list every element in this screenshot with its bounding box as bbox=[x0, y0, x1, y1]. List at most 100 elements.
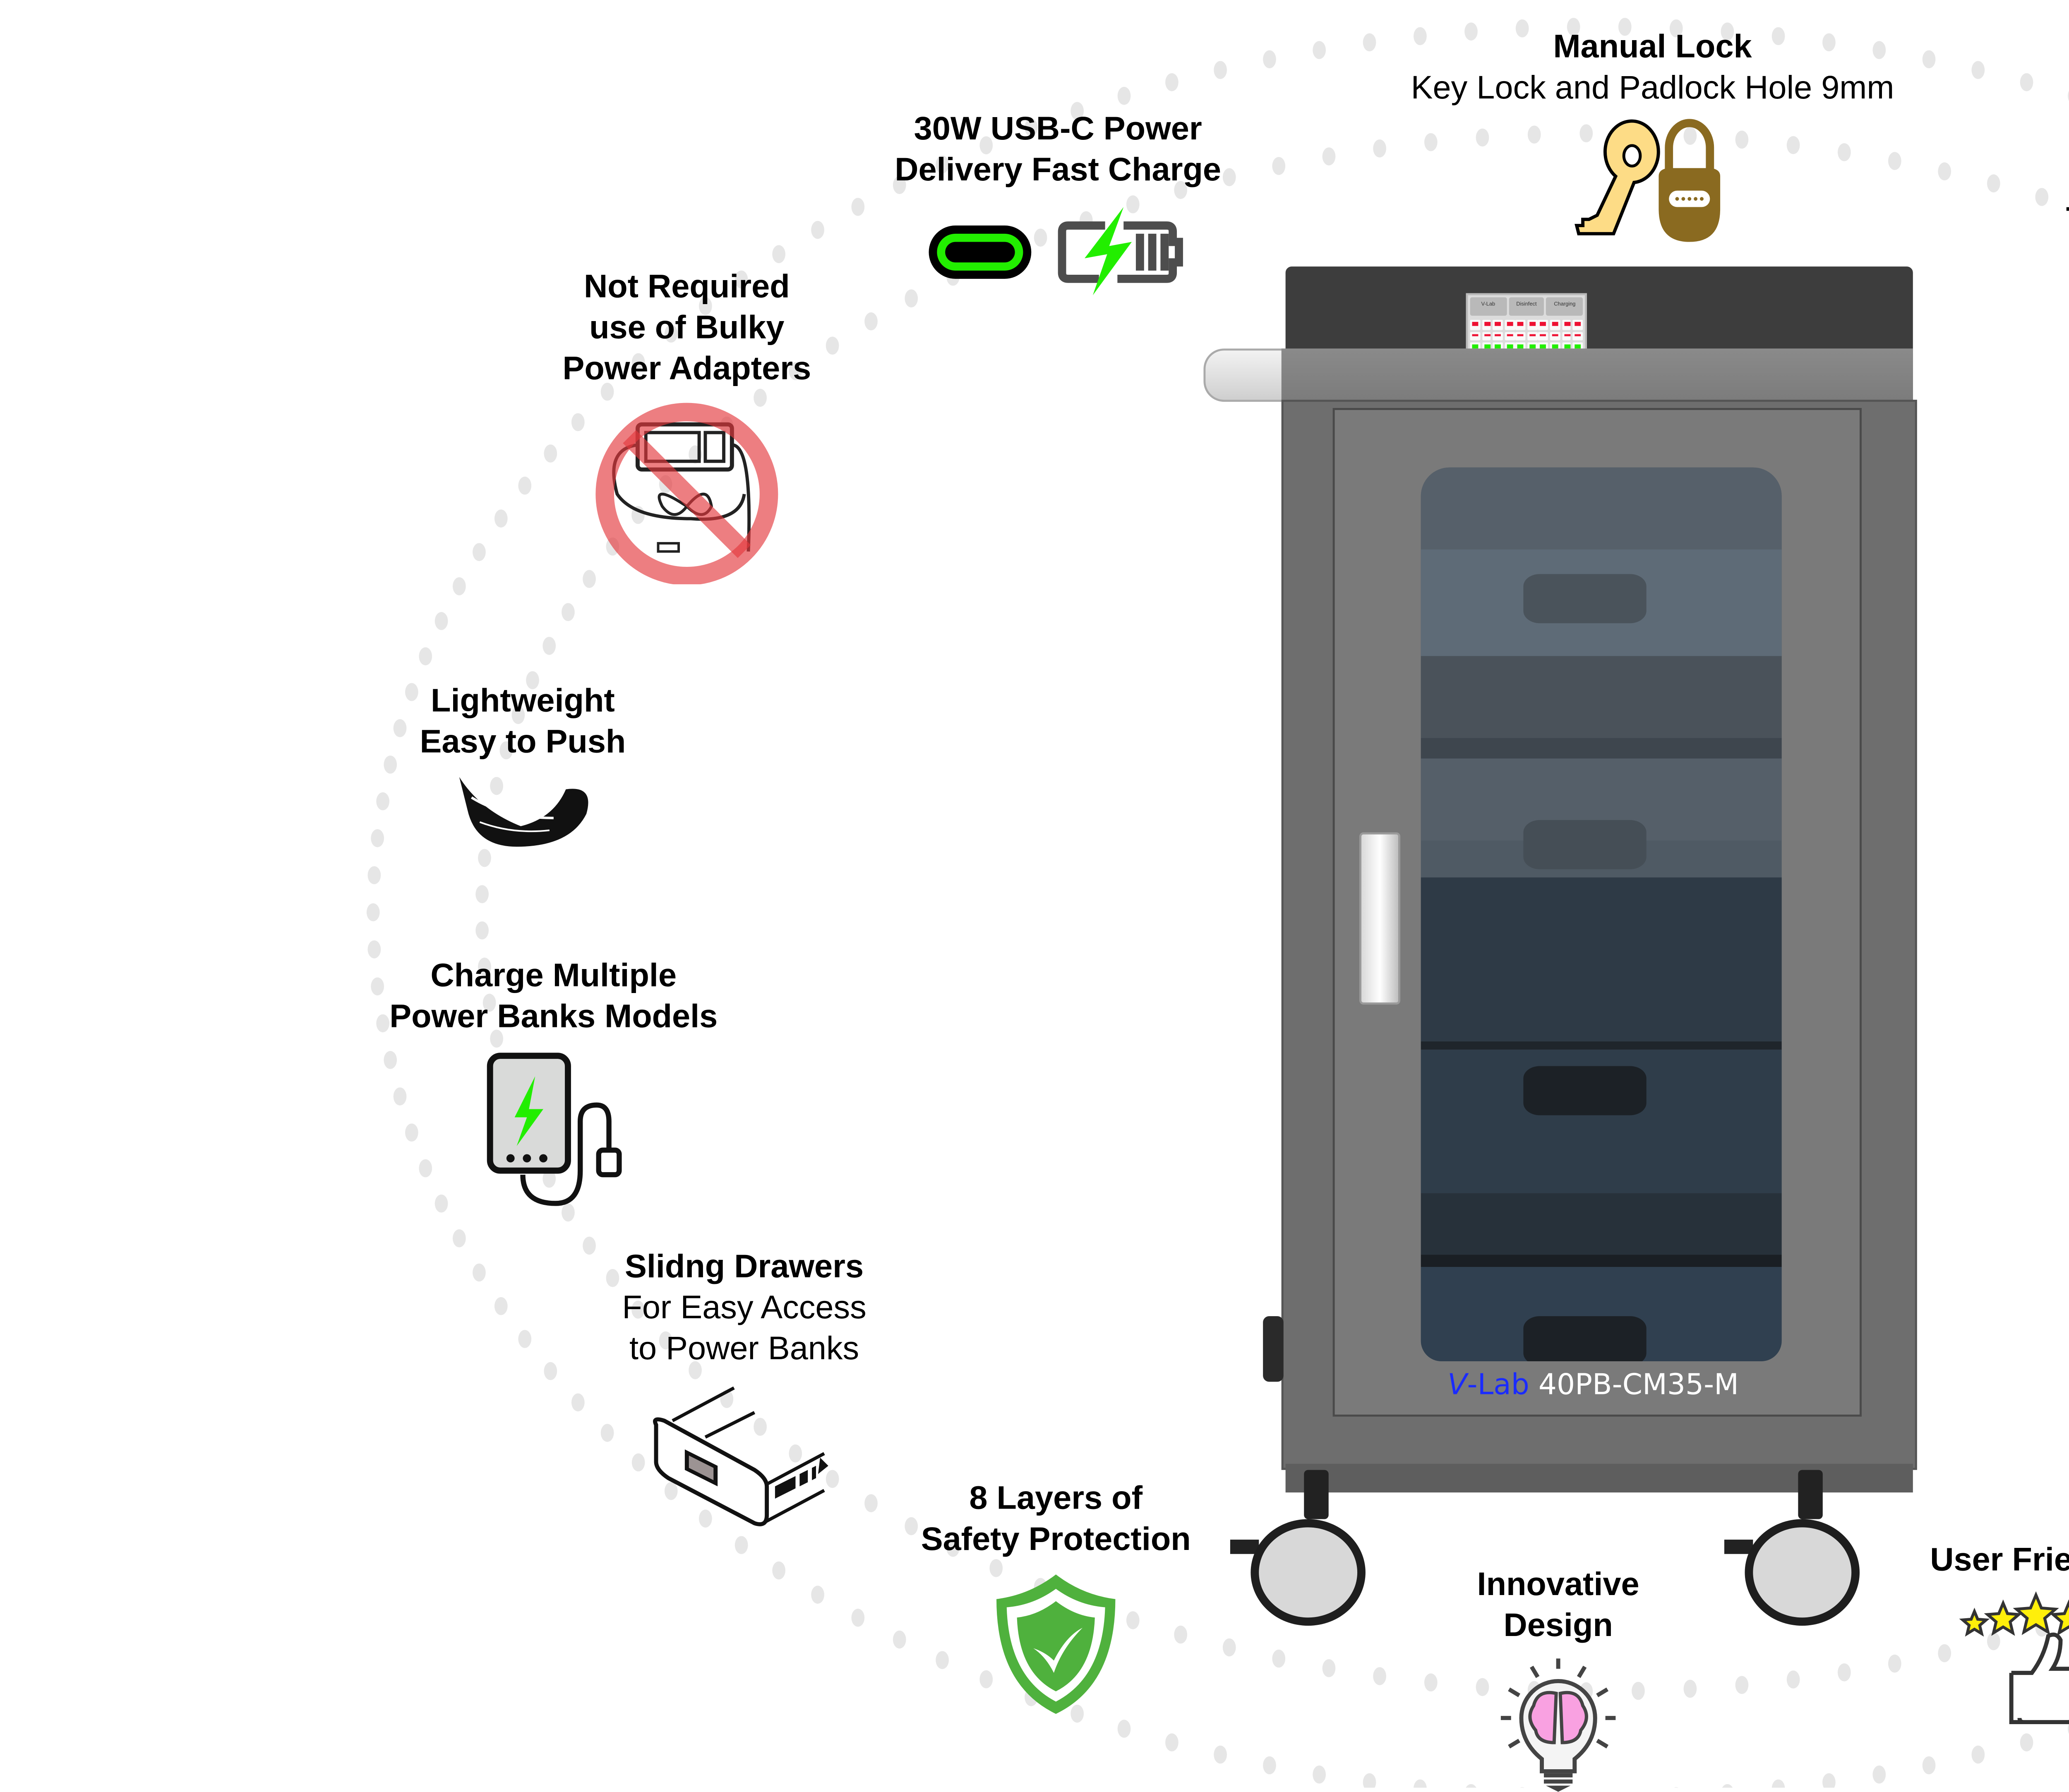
feature-title: Slidng Drawers bbox=[624, 1250, 864, 1286]
ring-dot bbox=[1373, 139, 1386, 158]
slot-battery-icon bbox=[1495, 321, 1501, 325]
ring-dot bbox=[367, 866, 381, 885]
wheel-brake[interactable] bbox=[1230, 1540, 1259, 1554]
ring-dot bbox=[475, 921, 489, 940]
ring-dot bbox=[544, 444, 557, 463]
ring-dot bbox=[1464, 22, 1478, 41]
ring-dot bbox=[1987, 1632, 2000, 1650]
ring-dot bbox=[600, 1424, 614, 1442]
ring-dot bbox=[689, 1361, 702, 1379]
ring-dot bbox=[1971, 1745, 1985, 1764]
feature-title-line: 30W USB-C Power bbox=[914, 113, 1202, 148]
model-number: 40PB-CM35-M bbox=[1538, 1369, 1739, 1403]
drawer-handle[interactable] bbox=[1523, 820, 1647, 869]
ring-dot bbox=[1618, 18, 1632, 36]
feature-title-line: Safety Protection bbox=[921, 1523, 1191, 1558]
feature-manual-lock: Manual Lock Key Lock and Padlock Hole 9m… bbox=[1312, 29, 1993, 246]
ring-dot bbox=[1263, 50, 1276, 69]
ring-dot bbox=[482, 993, 496, 1012]
slot-cell bbox=[1493, 319, 1503, 330]
ring-dot bbox=[384, 756, 397, 774]
ring-dot bbox=[419, 647, 432, 666]
ring-dot bbox=[893, 1630, 906, 1649]
ring-dot bbox=[1683, 127, 1697, 145]
ring-dot bbox=[1214, 1745, 1227, 1764]
ring-dot bbox=[478, 957, 491, 976]
slot-cell bbox=[1516, 331, 1526, 341]
ring-dot bbox=[1938, 162, 1951, 181]
ring-dot bbox=[1515, 19, 1529, 38]
ring-dot bbox=[754, 1418, 767, 1436]
ring-dot bbox=[419, 1159, 432, 1178]
power-bank-icon bbox=[487, 1053, 622, 1206]
feature-title: Manual Lock bbox=[1553, 31, 1752, 66]
ring-dot bbox=[473, 543, 486, 561]
ring-dot bbox=[1363, 33, 1376, 52]
ring-dot bbox=[789, 362, 802, 380]
slot-battery-icon bbox=[1518, 345, 1524, 348]
slot-cell bbox=[1573, 319, 1583, 330]
ring-dot bbox=[511, 706, 525, 724]
ring-dot bbox=[1071, 1704, 1084, 1723]
feature-user-friendly: User Friendly bbox=[1886, 1542, 2069, 1734]
screen-button-disinfect[interactable]: Disinfect bbox=[1508, 297, 1545, 316]
model-badge: V-Lab 40PB-CM35-M bbox=[1447, 1370, 1739, 1402]
screen-button-logo[interactable]: V-Lab bbox=[1470, 297, 1507, 316]
ring-dot bbox=[1722, 1784, 1733, 1788]
drawer-handle[interactable] bbox=[1523, 1316, 1647, 1361]
slot-cell bbox=[1550, 331, 1560, 341]
ring-dot bbox=[772, 1561, 785, 1580]
feature-subtitle-line: to Power Banks bbox=[629, 1332, 859, 1367]
no-power-adapter-icon bbox=[595, 403, 778, 585]
slot-battery-icon bbox=[1529, 321, 1536, 325]
ring-dot bbox=[1786, 1670, 1800, 1689]
usb-c-fast-charge-icon bbox=[929, 207, 1183, 295]
ring-dot bbox=[1313, 41, 1326, 59]
slot-battery-icon bbox=[1495, 333, 1501, 337]
ring-dot bbox=[490, 1029, 503, 1048]
feature-title-line: Easy to Push bbox=[420, 725, 626, 761]
screen-button-charging[interactable]: Charging bbox=[1546, 297, 1583, 316]
wheel-brake[interactable] bbox=[1724, 1540, 1753, 1554]
ring-dot bbox=[698, 1509, 712, 1528]
slot-battery-icon bbox=[1575, 321, 1582, 325]
slot-cell bbox=[1470, 331, 1480, 341]
feature-safety-protection: 8 Layers of Safety Protection bbox=[882, 1480, 1230, 1718]
feature-touch-screen: Multifunction Touch Screen bbox=[2030, 160, 2069, 381]
door-lock-handle[interactable] bbox=[1359, 832, 1401, 1005]
ring-dot bbox=[1888, 152, 1901, 170]
ring-dot bbox=[1322, 147, 1336, 166]
ring-dot bbox=[2068, 1723, 2069, 1734]
ring-dot bbox=[851, 1609, 865, 1627]
slot-cell bbox=[1516, 319, 1526, 330]
feature-title-line: Innovative bbox=[1477, 1568, 1639, 1603]
ring-dot bbox=[1117, 1720, 1131, 1738]
drawer-handle[interactable] bbox=[1523, 1066, 1647, 1116]
ring-dot bbox=[811, 221, 824, 239]
drawer-handle[interactable] bbox=[1523, 574, 1647, 624]
ring-dot bbox=[1025, 118, 1038, 137]
slot-battery-icon bbox=[1575, 333, 1582, 337]
feature-multiple-power-banks: Charge Multiple Power Banks Models bbox=[348, 957, 758, 1211]
ring-dot bbox=[1721, 22, 1734, 41]
ring-dot bbox=[475, 885, 489, 903]
ring-dot bbox=[494, 1297, 508, 1315]
cabinet-band bbox=[1281, 348, 1913, 400]
slot-cell bbox=[1493, 331, 1503, 341]
cabinet-door[interactable]: V-Lab 40PB-CM35-M bbox=[1332, 408, 1862, 1417]
ring-dot bbox=[754, 389, 767, 407]
ring-dot bbox=[1424, 133, 1438, 151]
feature-subtitle: Key Lock and Padlock Hole 9mm bbox=[1411, 72, 1894, 107]
feature-title-line: Power Banks Models bbox=[389, 1000, 718, 1036]
slot-cell bbox=[1470, 319, 1480, 330]
ring-dot bbox=[905, 289, 918, 308]
ring-dot bbox=[562, 603, 575, 621]
brand-initial: V bbox=[1447, 1369, 1467, 1403]
feather-icon bbox=[459, 777, 588, 847]
ring-dot bbox=[434, 612, 448, 630]
slot-battery-icon bbox=[1506, 345, 1513, 348]
ring-dot bbox=[1838, 1663, 1851, 1682]
slot-cell bbox=[1504, 319, 1515, 330]
slot-battery-icon bbox=[1472, 321, 1479, 325]
